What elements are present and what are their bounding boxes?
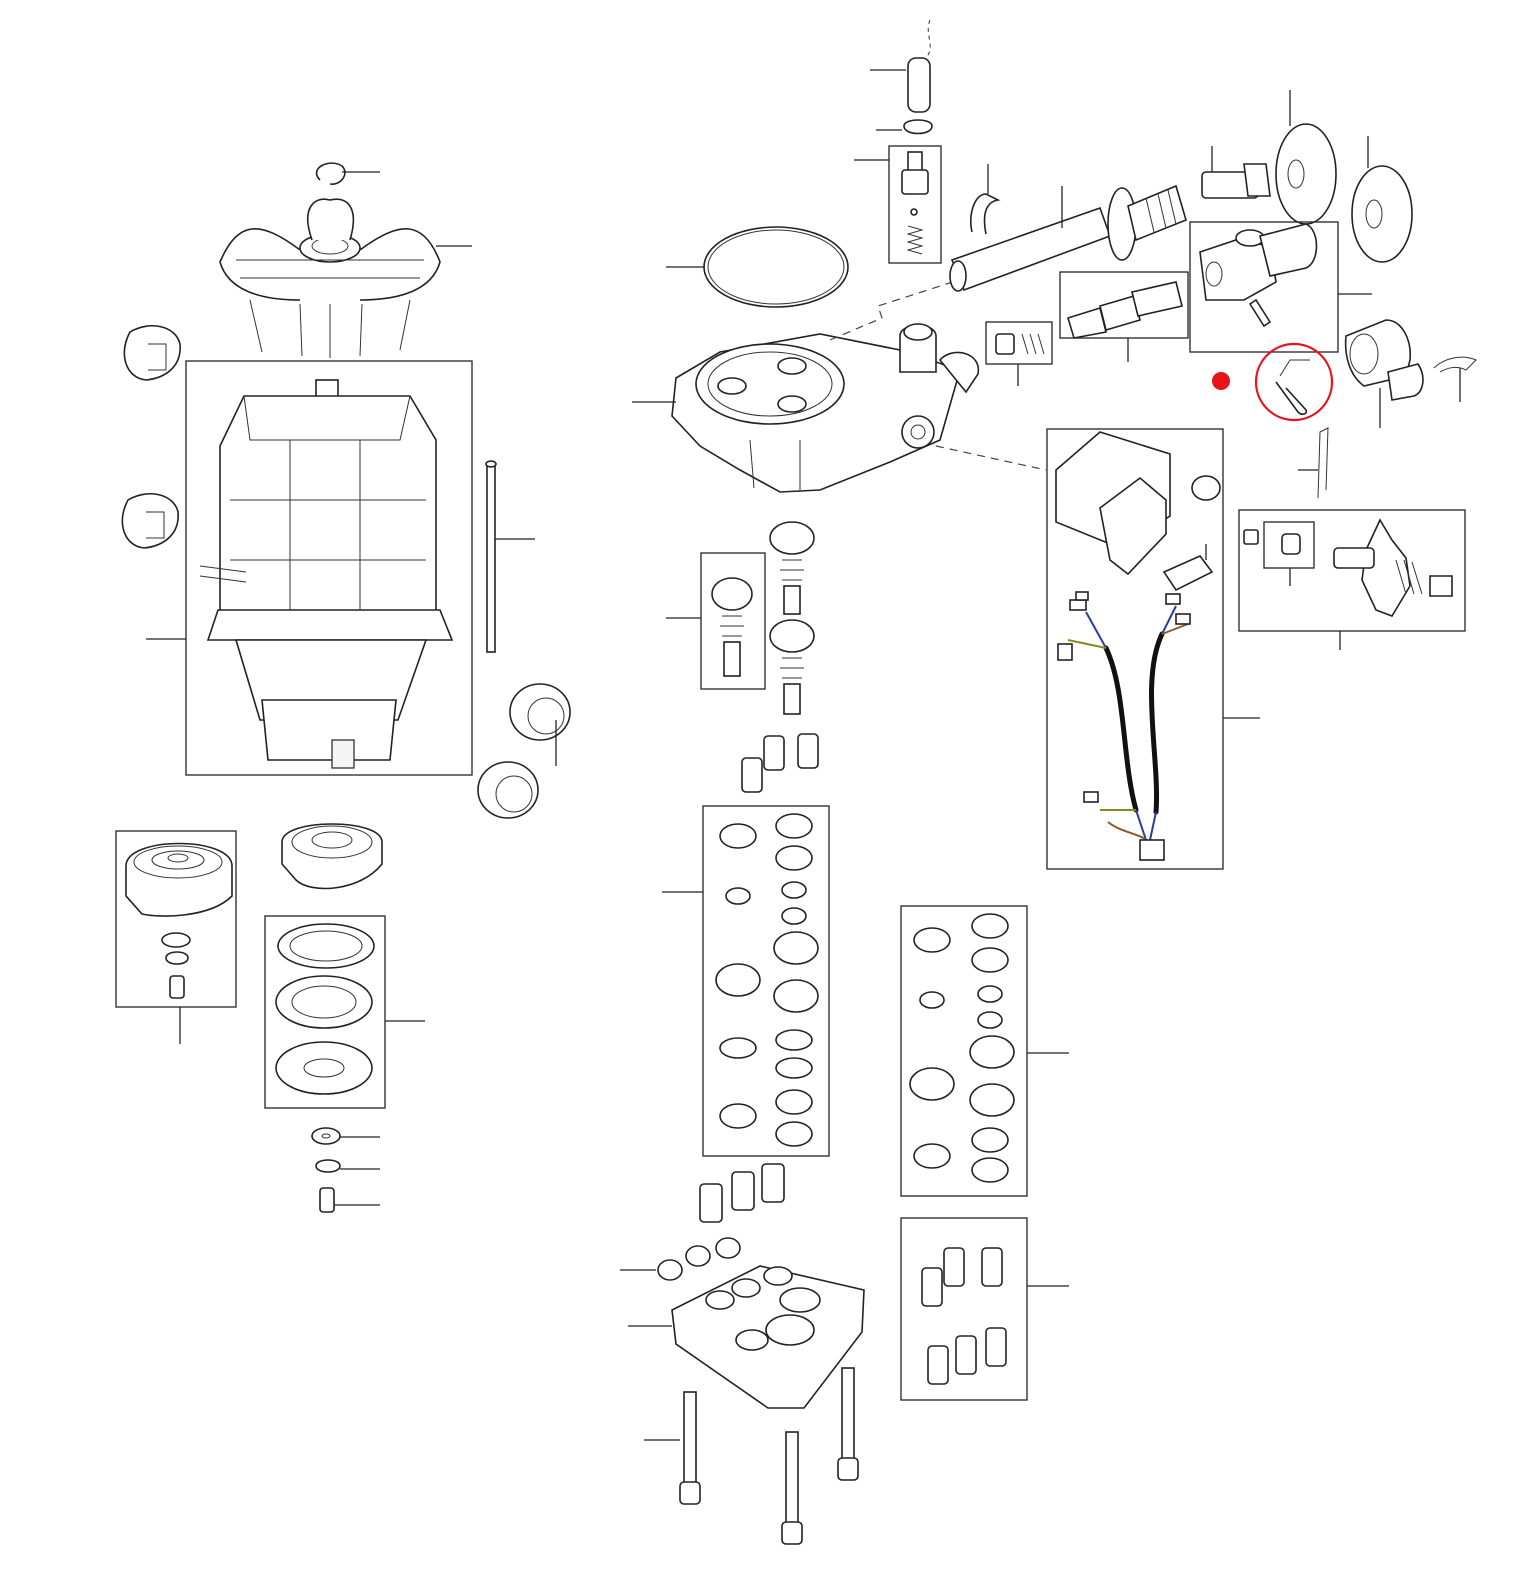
hairpin-clip-small[interactable] bbox=[970, 164, 1001, 235]
fan-part[interactable] bbox=[219, 198, 472, 358]
unloader-spring-box bbox=[1238, 509, 1466, 632]
pump-housing-part[interactable] bbox=[671, 323, 979, 493]
circlip-part[interactable] bbox=[315, 162, 380, 185]
valve-kit-box bbox=[900, 1217, 1028, 1401]
rubber-foot-2[interactable] bbox=[477, 761, 539, 819]
seal-kit-parts[interactable] bbox=[715, 813, 819, 1147]
unloader-valve-box bbox=[1189, 221, 1339, 353]
pressure-valve-part[interactable] bbox=[1067, 281, 1183, 339]
pressure-valve-box bbox=[1059, 271, 1189, 339]
seal-kit-alt-box bbox=[900, 905, 1028, 1197]
hairpin-clip-tall[interactable] bbox=[1298, 427, 1329, 499]
seal-kit-box bbox=[702, 805, 830, 1157]
highlight-circle bbox=[1254, 342, 1334, 422]
inlet-hose-part[interactable] bbox=[870, 19, 933, 135]
spring-valve-box bbox=[985, 321, 1053, 365]
head-bolt-3[interactable] bbox=[837, 1367, 859, 1481]
unloader-valve-part[interactable] bbox=[1199, 223, 1318, 328]
piston-part-2[interactable] bbox=[769, 521, 815, 615]
hairpin-clip[interactable] bbox=[1275, 359, 1310, 415]
thrust-bearing-part[interactable] bbox=[275, 923, 375, 1095]
leader-dashed-2 bbox=[935, 445, 1047, 471]
red-dot-marker bbox=[1212, 372, 1230, 390]
rubber-bushing-2[interactable] bbox=[121, 492, 179, 549]
piston-part-1[interactable] bbox=[711, 577, 753, 677]
rubber-foot-1[interactable] bbox=[509, 683, 571, 741]
bearing-kit-box bbox=[264, 915, 386, 1109]
hairpin-clip-right[interactable] bbox=[1433, 356, 1477, 402]
check-valve-box bbox=[888, 145, 942, 264]
piston-kit-box bbox=[700, 552, 766, 690]
end-cap-part[interactable] bbox=[125, 842, 233, 999]
outlet-elbow-part[interactable] bbox=[1344, 319, 1424, 401]
o-ring-large[interactable] bbox=[703, 226, 849, 308]
unloader-spring-part[interactable] bbox=[1243, 518, 1453, 650]
inlet-connector-part[interactable] bbox=[1201, 146, 1271, 199]
small-valve-group-top[interactable] bbox=[741, 733, 819, 793]
leader-dashed-1 bbox=[829, 269, 991, 341]
washer-screw-set[interactable] bbox=[311, 1127, 380, 1213]
check-valve-part[interactable] bbox=[901, 151, 929, 255]
inlet-tube-part[interactable] bbox=[949, 184, 1187, 292]
head-bolt-2[interactable] bbox=[781, 1431, 803, 1545]
motor-stator-part[interactable] bbox=[199, 379, 454, 769]
motor-assembly-box bbox=[185, 360, 473, 776]
rubber-bushing-1[interactable] bbox=[123, 324, 181, 381]
spring-valve-part[interactable] bbox=[995, 333, 1045, 355]
small-valve-group-mid[interactable] bbox=[699, 1163, 785, 1223]
wiring-harness-part[interactable] bbox=[1057, 591, 1191, 861]
end-cap-kit-box bbox=[115, 830, 237, 1008]
plug-group[interactable] bbox=[620, 1237, 741, 1281]
filter-disc-2[interactable] bbox=[1351, 136, 1413, 263]
switch-housing-part[interactable] bbox=[1055, 431, 1221, 592]
seal-kit-alt-parts[interactable] bbox=[909, 913, 1015, 1183]
flange-plate-part[interactable] bbox=[281, 823, 383, 890]
piston-part-3[interactable] bbox=[769, 619, 815, 715]
tie-rod-part[interactable] bbox=[485, 460, 535, 653]
filter-disc-1[interactable] bbox=[1275, 90, 1337, 225]
electrical-harness-box bbox=[1046, 428, 1224, 870]
cylinder-head-part[interactable] bbox=[671, 1265, 865, 1409]
valve-kit-parts[interactable] bbox=[921, 1247, 1007, 1385]
head-bolt-1[interactable] bbox=[644, 1391, 701, 1505]
